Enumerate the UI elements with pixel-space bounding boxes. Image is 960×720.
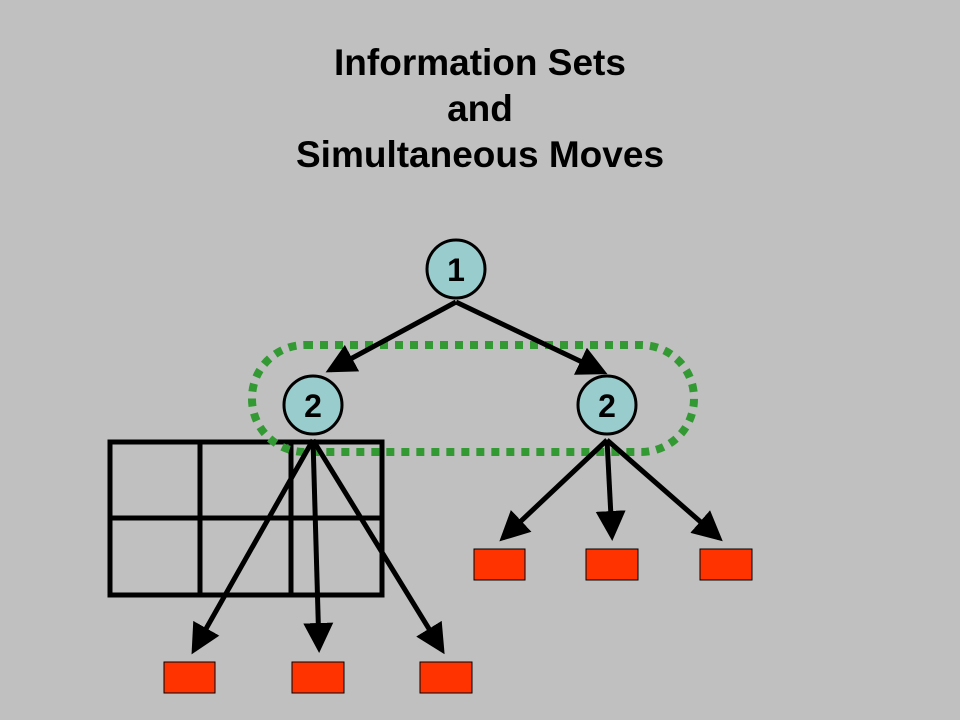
terminal-node-left-2 bbox=[291, 661, 345, 694]
node-root-label: 1 bbox=[447, 252, 465, 288]
terminal-node-right-2 bbox=[585, 548, 639, 581]
node-root: 1 bbox=[425, 238, 487, 300]
edge-left-to-terminal-1 bbox=[191, 438, 316, 655]
node-player2-left: 2 bbox=[282, 374, 344, 436]
node-right-label: 2 bbox=[598, 388, 616, 424]
edge-root-to-right bbox=[454, 299, 608, 375]
terminal-node-right-3 bbox=[699, 548, 753, 581]
edge-right-to-terminal-3 bbox=[605, 438, 723, 542]
edge-left-to-terminal-3 bbox=[310, 438, 445, 655]
node-left-label: 2 bbox=[304, 388, 322, 424]
node-player2-right: 2 bbox=[576, 374, 638, 436]
terminal-node-left-1 bbox=[163, 661, 216, 694]
title-line-1: Information Sets bbox=[334, 42, 626, 83]
edge-right-to-terminal-1 bbox=[499, 438, 609, 542]
payoff-matrix-grid bbox=[107, 439, 385, 598]
title-line-3: Simultaneous Moves bbox=[295, 134, 665, 175]
terminal-node-right-1 bbox=[473, 548, 526, 581]
edge-left-to-terminal-2 bbox=[303, 439, 334, 653]
edge-root-to-left bbox=[325, 299, 458, 373]
edge-right-to-terminal-2 bbox=[595, 439, 626, 541]
title-line-2: and bbox=[447, 88, 513, 129]
terminal-node-left-3 bbox=[419, 661, 473, 694]
information-set-outline bbox=[248, 341, 698, 456]
